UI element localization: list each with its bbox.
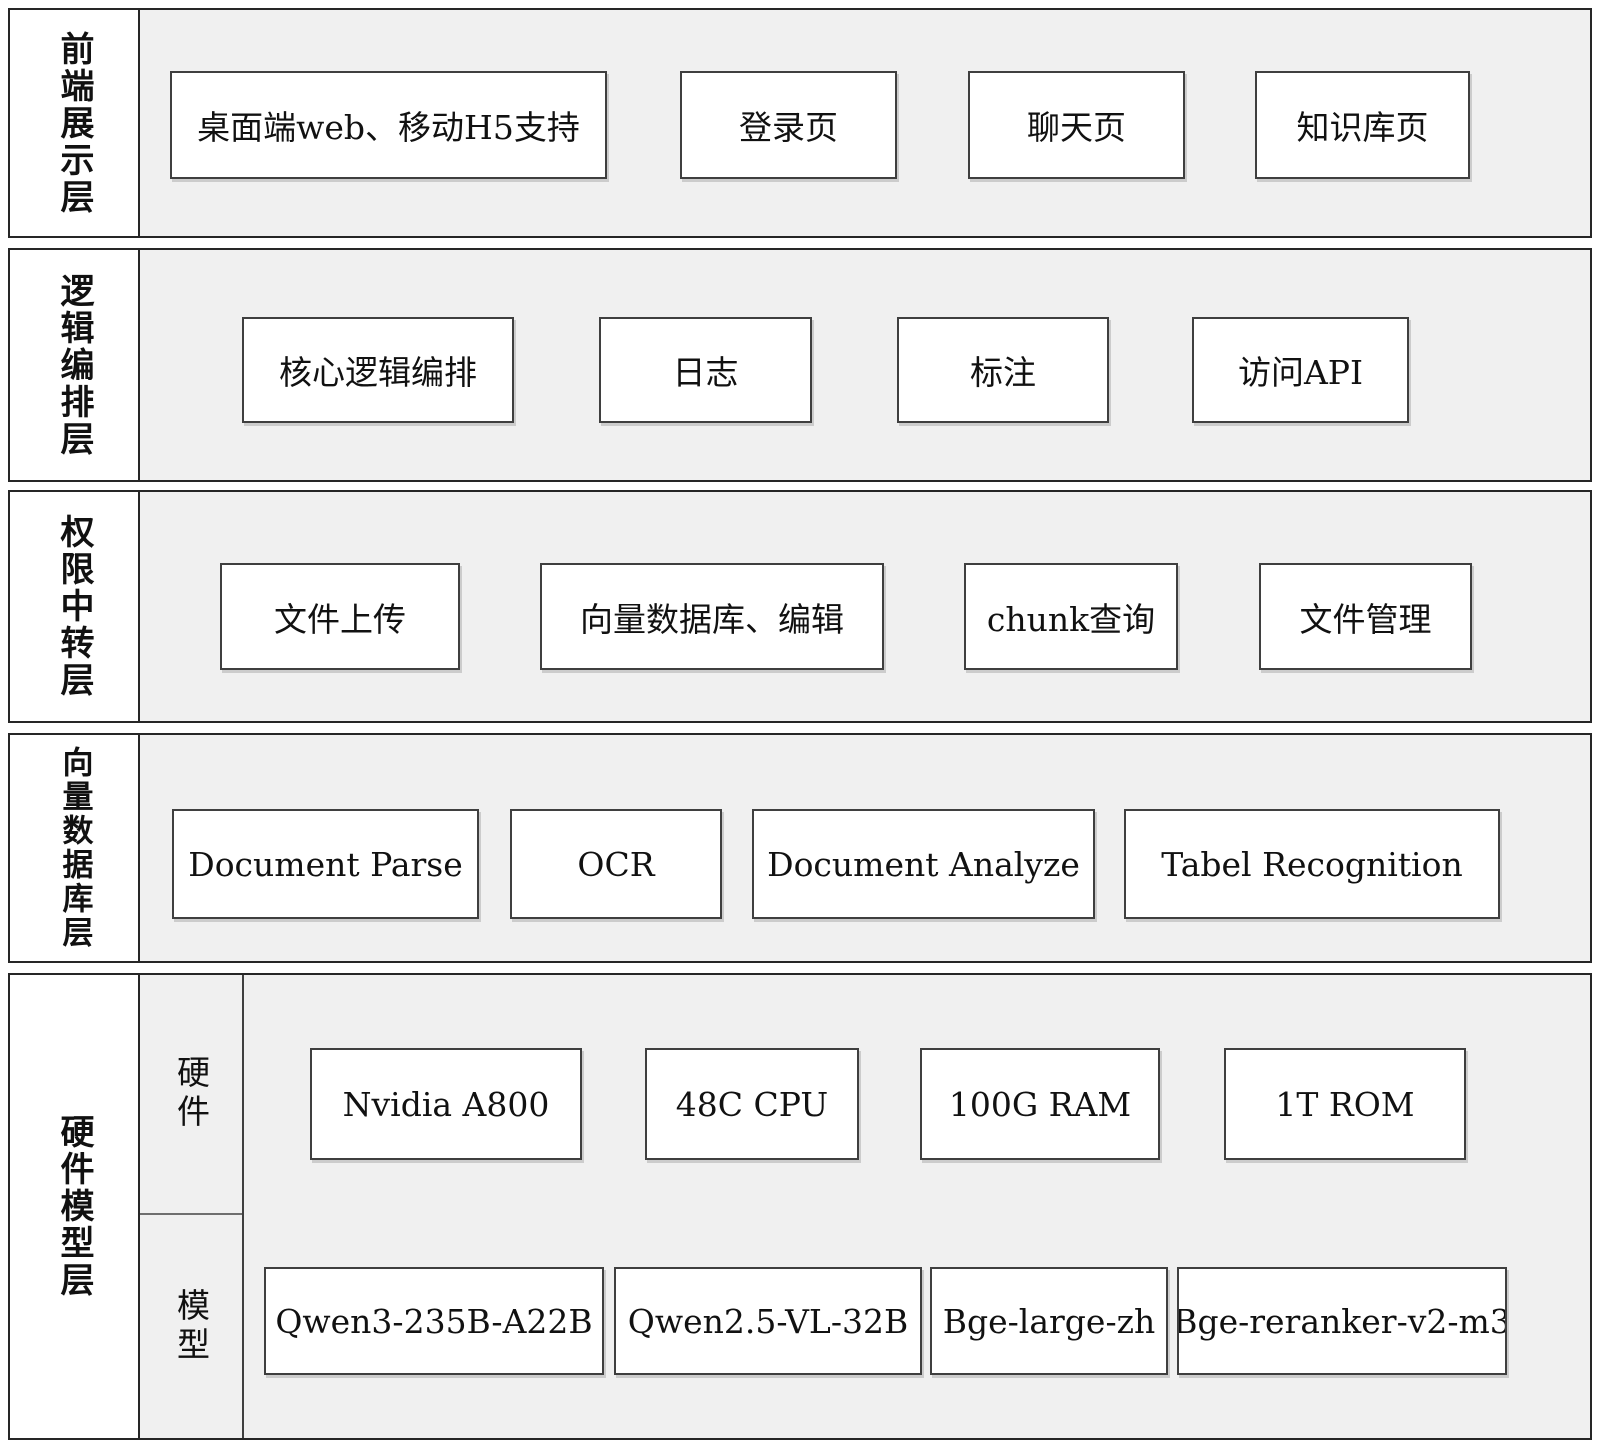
layer-label-frontend-display: 前端展示层 bbox=[10, 10, 140, 236]
box-document-parse: Document Parse bbox=[172, 809, 479, 919]
box-nvidia-a800: Nvidia A800 bbox=[310, 1048, 582, 1160]
layer-label-text: 向量数据库层 bbox=[56, 746, 93, 950]
box-logs: 日志 bbox=[599, 317, 812, 423]
layer-label-text: 权限中转层 bbox=[54, 514, 94, 699]
subrow-label-hardware: 硬件 bbox=[140, 975, 242, 1215]
box-100g-ram: 100G RAM bbox=[920, 1048, 1160, 1160]
box-access-api: 访问API bbox=[1192, 317, 1409, 423]
box-desktop-web-mobile-h5: 桌面端web、移动H5支持 bbox=[170, 71, 607, 179]
layer-label-hardware-model: 硬件模型层 bbox=[10, 975, 140, 1438]
layer-label-logic-orchestration: 逻辑编排层 bbox=[10, 250, 140, 480]
box-qwen3-235b-a22b: Qwen3-235B-A22B bbox=[264, 1267, 604, 1375]
box-bge-reranker-v2-m3: Bge-reranker-v2-m3 bbox=[1177, 1267, 1507, 1375]
layer-label-text: 硬件模型层 bbox=[54, 1114, 94, 1299]
layer-label-permission-relay: 权限中转层 bbox=[10, 492, 140, 721]
layer-label-vector-database: 向量数据库层 bbox=[10, 735, 140, 961]
box-chunk-query: chunk查询 bbox=[964, 563, 1178, 670]
layer-vector-database: 向量数据库层 Document Parse OCR Document Analy… bbox=[8, 733, 1592, 963]
box-knowledge-base-page: 知识库页 bbox=[1255, 71, 1470, 179]
layer-permission-relay: 权限中转层 文件上传 向量数据库、编辑 chunk查询 文件管理 bbox=[8, 490, 1592, 723]
box-file-management: 文件管理 bbox=[1259, 563, 1472, 670]
layer-label-text: 逻辑编排层 bbox=[54, 272, 94, 458]
hardware-model-subcolumn: 硬件 模型 bbox=[140, 975, 244, 1438]
box-48c-cpu: 48C CPU bbox=[645, 1048, 859, 1160]
layer-frontend-display: 前端展示层 桌面端web、移动H5支持 登录页 聊天页 知识库页 bbox=[8, 8, 1592, 238]
box-vector-db-edit: 向量数据库、编辑 bbox=[540, 563, 884, 670]
box-core-logic-orchestration: 核心逻辑编排 bbox=[242, 317, 514, 423]
box-login-page: 登录页 bbox=[680, 71, 897, 179]
box-chat-page: 聊天页 bbox=[968, 71, 1185, 179]
subrow-label-model: 模型 bbox=[140, 1215, 242, 1438]
box-1t-rom: 1T ROM bbox=[1224, 1048, 1466, 1160]
box-document-analyze: Document Analyze bbox=[752, 809, 1095, 919]
box-file-upload: 文件上传 bbox=[220, 563, 460, 670]
box-table-recognition: Tabel Recognition bbox=[1124, 809, 1500, 919]
box-bge-large-zh: Bge-large-zh bbox=[930, 1267, 1168, 1375]
box-ocr: OCR bbox=[510, 809, 722, 919]
box-qwen2-5-vl-32b: Qwen2.5-VL-32B bbox=[614, 1267, 922, 1375]
subrow-label-text: 硬件 bbox=[171, 1055, 211, 1133]
layer-label-text: 前端展示层 bbox=[54, 30, 94, 216]
layer-hardware-model: 硬件模型层 硬件 模型 Nvidia A800 48C CPU 100G RAM… bbox=[8, 973, 1592, 1440]
box-annotation: 标注 bbox=[897, 317, 1109, 423]
layer-logic-orchestration: 逻辑编排层 核心逻辑编排 日志 标注 访问API bbox=[8, 248, 1592, 482]
subrow-label-text: 模型 bbox=[171, 1287, 211, 1366]
